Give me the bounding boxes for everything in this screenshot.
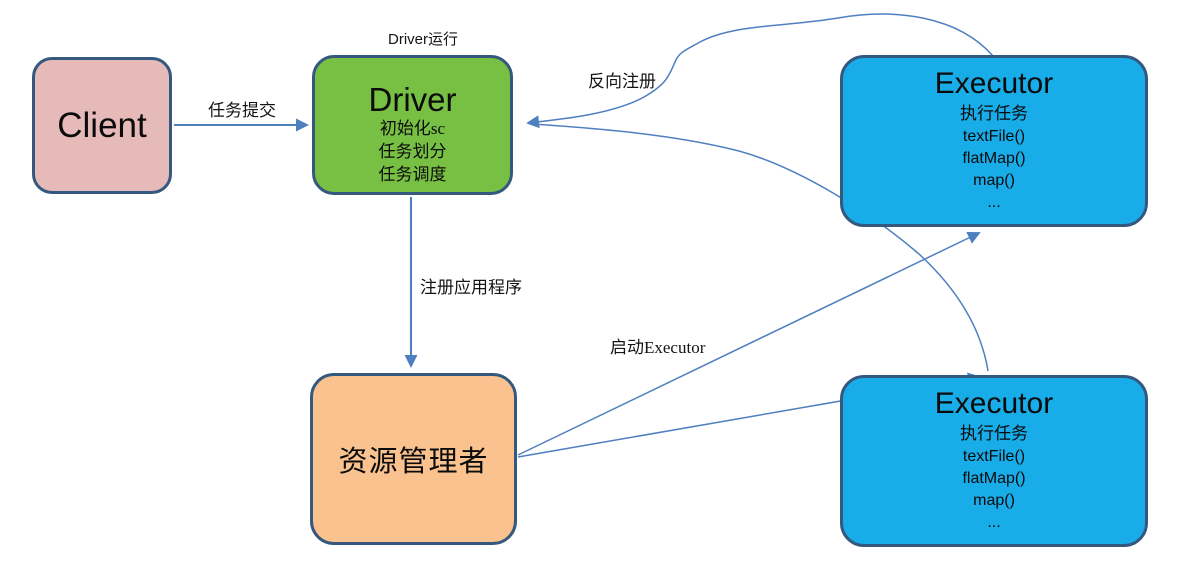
client-title: Client bbox=[57, 106, 147, 145]
driver-line-init-sc: 初始化sc bbox=[379, 119, 446, 138]
executor-top-node: Executor 执行任务 textFile() flatMap() map()… bbox=[840, 55, 1148, 227]
edge-bottom-executor-to-driver-reverse-register bbox=[531, 123, 989, 372]
edge-top-executor-to-driver-reverse-register bbox=[526, 13, 994, 129]
executor-bottom-line-run-task: 执行任务 bbox=[960, 424, 1028, 443]
executor-bottom-line-flatmap: flatMap() bbox=[962, 470, 1026, 487]
task-submit-label: 任务提交 bbox=[208, 101, 276, 120]
resource-manager-title: 资源管理者 bbox=[338, 446, 489, 478]
executor-bottom-line-map: map() bbox=[973, 492, 1015, 509]
driver-line-task-schedule: 任务调度 bbox=[378, 165, 447, 184]
driver-title: Driver bbox=[368, 81, 457, 118]
executor-top-line-textfile: textFile() bbox=[962, 128, 1026, 145]
executor-bottom-title: Executor bbox=[934, 387, 1054, 420]
launch-executor-label: 启动Executor bbox=[610, 338, 706, 357]
executor-top-title: Executor bbox=[934, 67, 1054, 100]
driver-run-caption: Driver运行 bbox=[388, 31, 458, 48]
executor-bottom-line-ellipsis: ... bbox=[987, 514, 1001, 531]
resource-manager-node: 资源管理者 bbox=[310, 373, 517, 545]
edge-resource-manager-to-top-executor bbox=[517, 231, 981, 456]
register-app-label: 注册应用程序 bbox=[420, 278, 522, 297]
driver-node: Driver 初始化sc 任务划分 任务调度 bbox=[312, 55, 513, 195]
executor-bottom-line-textfile: textFile() bbox=[962, 448, 1026, 465]
executor-top-line-flatmap: flatMap() bbox=[962, 150, 1026, 167]
executor-top-line-ellipsis: ... bbox=[987, 194, 1001, 211]
executor-top-line-run-task: 执行任务 bbox=[960, 104, 1028, 123]
executor-bottom-node: Executor 执行任务 textFile() flatMap() map()… bbox=[840, 375, 1148, 547]
reverse-register-label: 反向注册 bbox=[588, 72, 656, 91]
executor-top-line-map: map() bbox=[973, 172, 1015, 189]
client-node: Client bbox=[32, 57, 172, 194]
driver-line-task-split: 任务划分 bbox=[378, 142, 447, 161]
